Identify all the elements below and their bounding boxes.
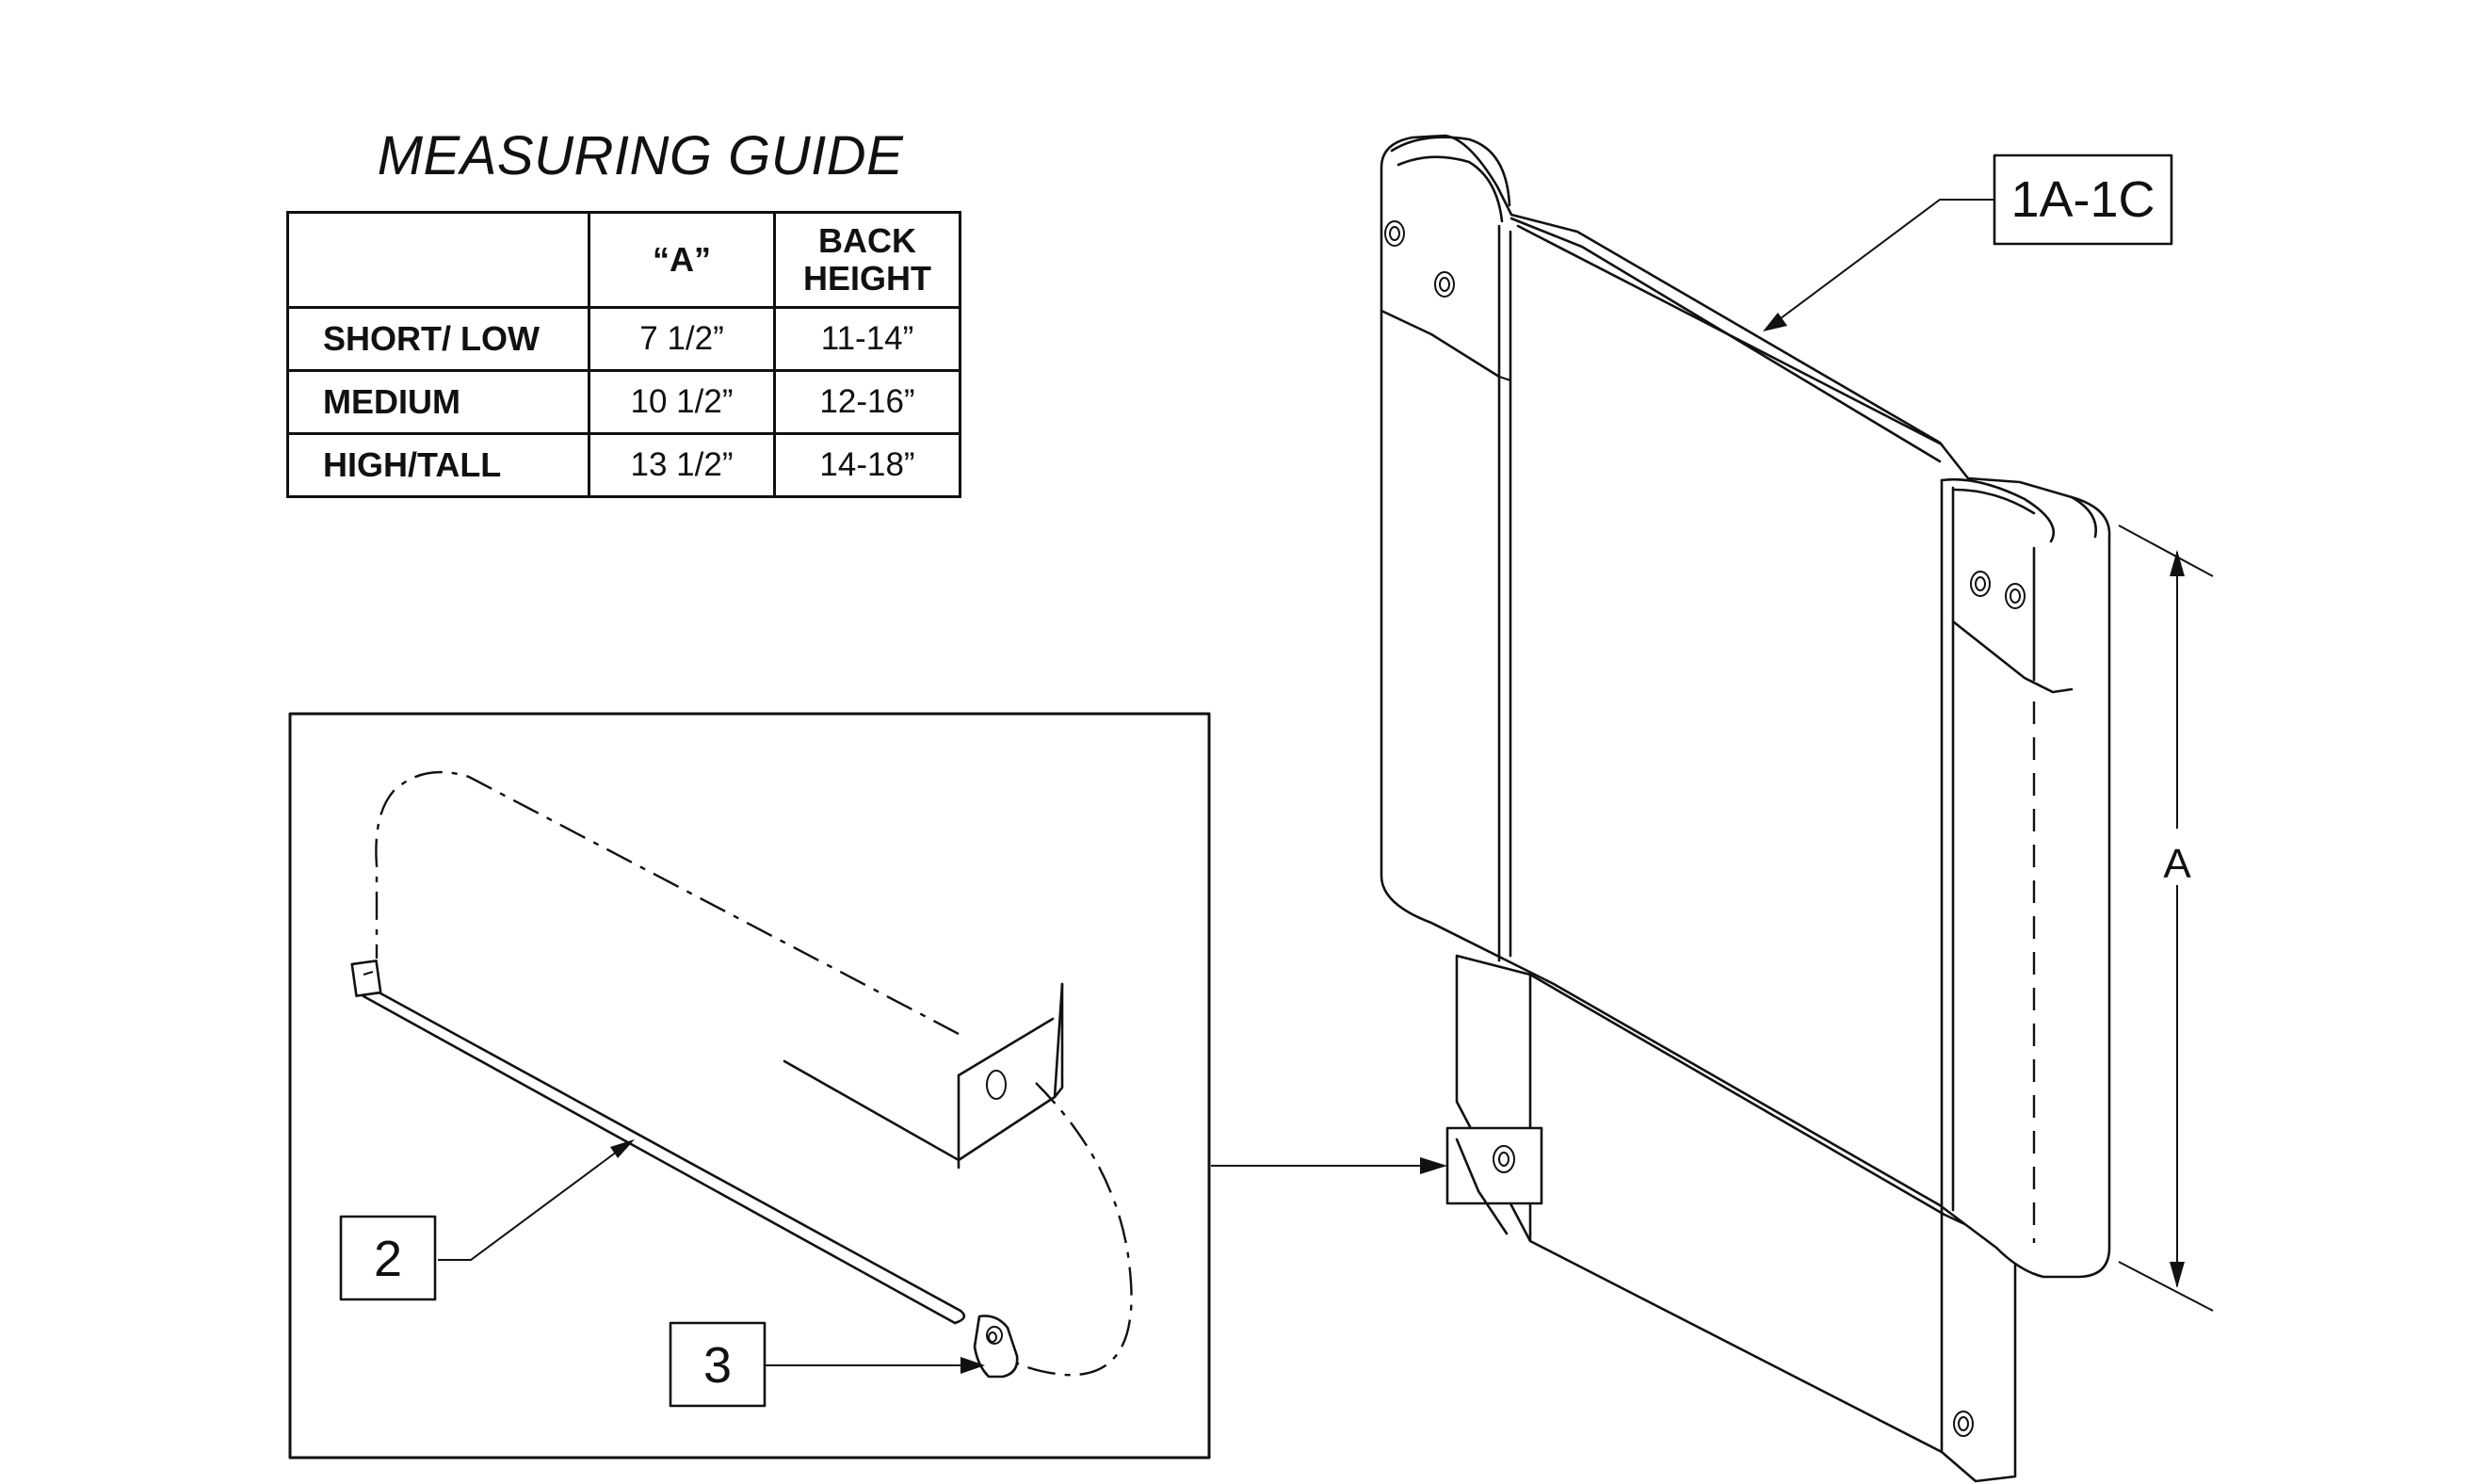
table-header-back-height-text: BACK HEIGHT — [802, 221, 931, 298]
detail-inset-frame — [288, 712, 1211, 1460]
table-header-a: “A” — [588, 211, 776, 309]
callout-backrest-label: 1A-1C — [2010, 171, 2155, 228]
table-row: SHORT/ LOW 7 1/2” 11-14” — [286, 306, 961, 372]
row-back-height-value: 14-18” — [773, 432, 961, 498]
dimension-a-label: A — [2163, 841, 2191, 887]
table-row: HIGH/TALL 13 1/2” 14-18” — [286, 432, 961, 498]
callout-strap-label: 2 — [374, 1231, 402, 1287]
row-a-value: 7 1/2” — [588, 306, 776, 372]
table-header-back-height: BACK HEIGHT — [773, 211, 961, 309]
detail-inset: 2 3 — [288, 712, 1211, 1460]
table-header-row: “A” BACK HEIGHT — [286, 211, 961, 309]
row-back-height-value: 11-14” — [773, 306, 961, 372]
row-back-height-value: 12-16” — [773, 369, 961, 435]
row-label: SHORT/ LOW — [286, 306, 590, 372]
table-header-blank — [286, 211, 590, 309]
callout-clip-label: 3 — [703, 1337, 732, 1394]
row-label: MEDIUM — [286, 369, 590, 435]
measuring-guide-title: MEASURING GUIDE — [377, 125, 904, 186]
row-a-value: 10 1/2” — [588, 369, 776, 435]
row-label: HIGH/TALL — [286, 432, 590, 498]
table-row: MEDIUM 10 1/2” 12-16” — [286, 369, 961, 435]
measuring-guide-table: “A” BACK HEIGHT SHORT/ LOW 7 1/2” 11-14”… — [286, 211, 961, 498]
backrest-illustration — [1380, 134, 2111, 1483]
callout-backrest: 1A-1C — [1763, 153, 2173, 331]
row-a-value: 13 1/2” — [588, 432, 776, 498]
dimension-a: A — [2118, 524, 2214, 1312]
